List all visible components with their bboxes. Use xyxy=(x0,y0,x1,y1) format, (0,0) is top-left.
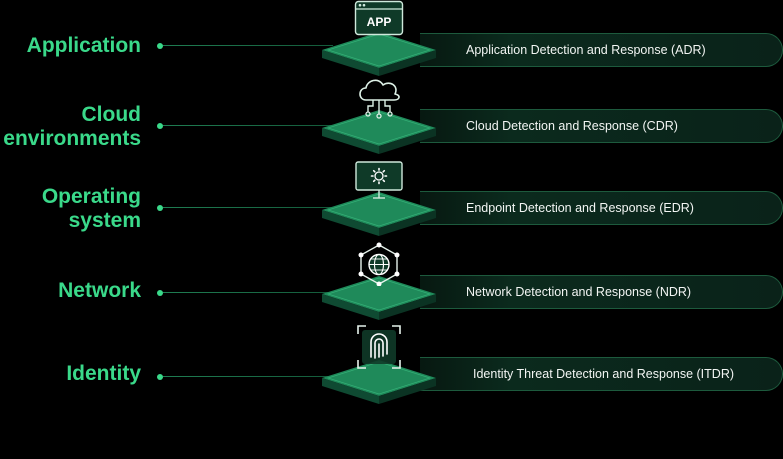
solution-label: Identity Threat Detection and Response (… xyxy=(473,367,735,381)
layer-row-network: Network Network Detection and Response (… xyxy=(0,242,783,336)
layer-label: Application xyxy=(26,34,141,57)
layer-row-identity: Identity Identity Threat Detection and R… xyxy=(0,325,783,418)
solution-pill: Network Detection and Response (NDR) xyxy=(420,275,783,309)
solution-label: Cloud Detection and Response (CDR) xyxy=(466,119,678,133)
solution-label: Application Detection and Response (ADR) xyxy=(466,43,706,57)
app-window-icon: APP xyxy=(354,0,404,36)
platform-layer xyxy=(322,32,436,76)
layer-label: Operating system xyxy=(41,185,141,232)
connector-dot xyxy=(157,43,163,49)
network-globe-icon xyxy=(358,242,400,286)
platform-layer xyxy=(322,110,436,154)
layer-label: Cloud environments xyxy=(3,103,141,150)
solution-label: Network Detection and Response (NDR) xyxy=(466,285,692,299)
platform-layer xyxy=(322,360,436,404)
connector-line xyxy=(163,292,333,293)
connector-dot xyxy=(157,123,163,129)
platform-layer xyxy=(322,192,436,236)
connector-line xyxy=(163,207,333,208)
layer-row-cloud: Cloud environments Cloud Detection and R… xyxy=(0,79,783,172)
platform-layer xyxy=(322,276,436,320)
solution-label: Endpoint Detection and Response (EDR) xyxy=(466,201,694,215)
solution-pill: Cloud Detection and Response (CDR) xyxy=(420,109,783,143)
connector-line xyxy=(163,125,333,126)
cloud-network-icon xyxy=(359,79,400,119)
app-icon-text: APP xyxy=(367,15,392,29)
layer-label: Identity xyxy=(66,362,141,385)
monitor-gear-icon xyxy=(355,161,403,199)
solution-pill: Application Detection and Response (ADR) xyxy=(420,33,783,67)
solution-pill: Identity Threat Detection and Response (… xyxy=(420,357,783,391)
fingerprint-icon xyxy=(357,325,401,369)
layer-row-operating-system: Operating system Endpoint Detection and … xyxy=(0,161,783,254)
layer-label: Network xyxy=(58,279,141,302)
connector-dot xyxy=(157,290,163,296)
solution-pill: Endpoint Detection and Response (EDR) xyxy=(420,191,783,225)
connector-dot xyxy=(157,374,163,380)
connector-line xyxy=(163,376,333,377)
connector-line xyxy=(163,45,333,46)
connector-dot xyxy=(157,205,163,211)
layer-row-application: Application Application Detection and Re… xyxy=(0,0,783,90)
